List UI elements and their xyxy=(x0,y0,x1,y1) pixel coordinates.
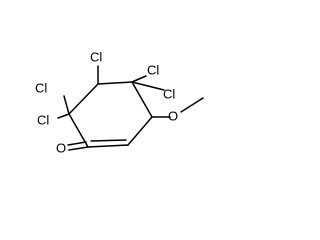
bond-o-ether-methyl xyxy=(180,97,204,113)
bond-c4-c3-double-inner xyxy=(90,139,127,142)
bond-c6-cl-top-right xyxy=(131,75,147,83)
bond-layer xyxy=(57,65,204,151)
bond-c1-c6 xyxy=(97,81,133,85)
atom-cl-right: Cl xyxy=(163,87,175,102)
bond-c2-cl-top-left xyxy=(63,95,70,115)
bond-c3-o-carbonyl-inner xyxy=(67,141,87,146)
atom-label-layer: Cl Cl Cl Cl Cl O O xyxy=(35,50,178,156)
bond-c3-o-carbonyl-outer xyxy=(68,146,89,151)
atom-cl-left: Cl xyxy=(37,113,49,128)
bond-c6-c5 xyxy=(131,81,153,118)
atom-cl-top-center: Cl xyxy=(90,50,102,65)
bond-c2-cl-left xyxy=(57,113,70,119)
structure-diagram: Cl Cl Cl Cl Cl O O xyxy=(35,50,204,156)
atom-cl-top-right: Cl xyxy=(147,63,159,78)
atom-cl-top-left: Cl xyxy=(35,81,47,96)
bond-c6-cl-right xyxy=(131,81,165,91)
bond-c2-c1 xyxy=(68,83,99,115)
atom-o-carbonyl: O xyxy=(56,141,66,156)
atom-o-ether: O xyxy=(168,109,178,124)
bond-c5-c4 xyxy=(127,116,153,146)
bond-c4-c3-double-outer xyxy=(87,144,129,148)
